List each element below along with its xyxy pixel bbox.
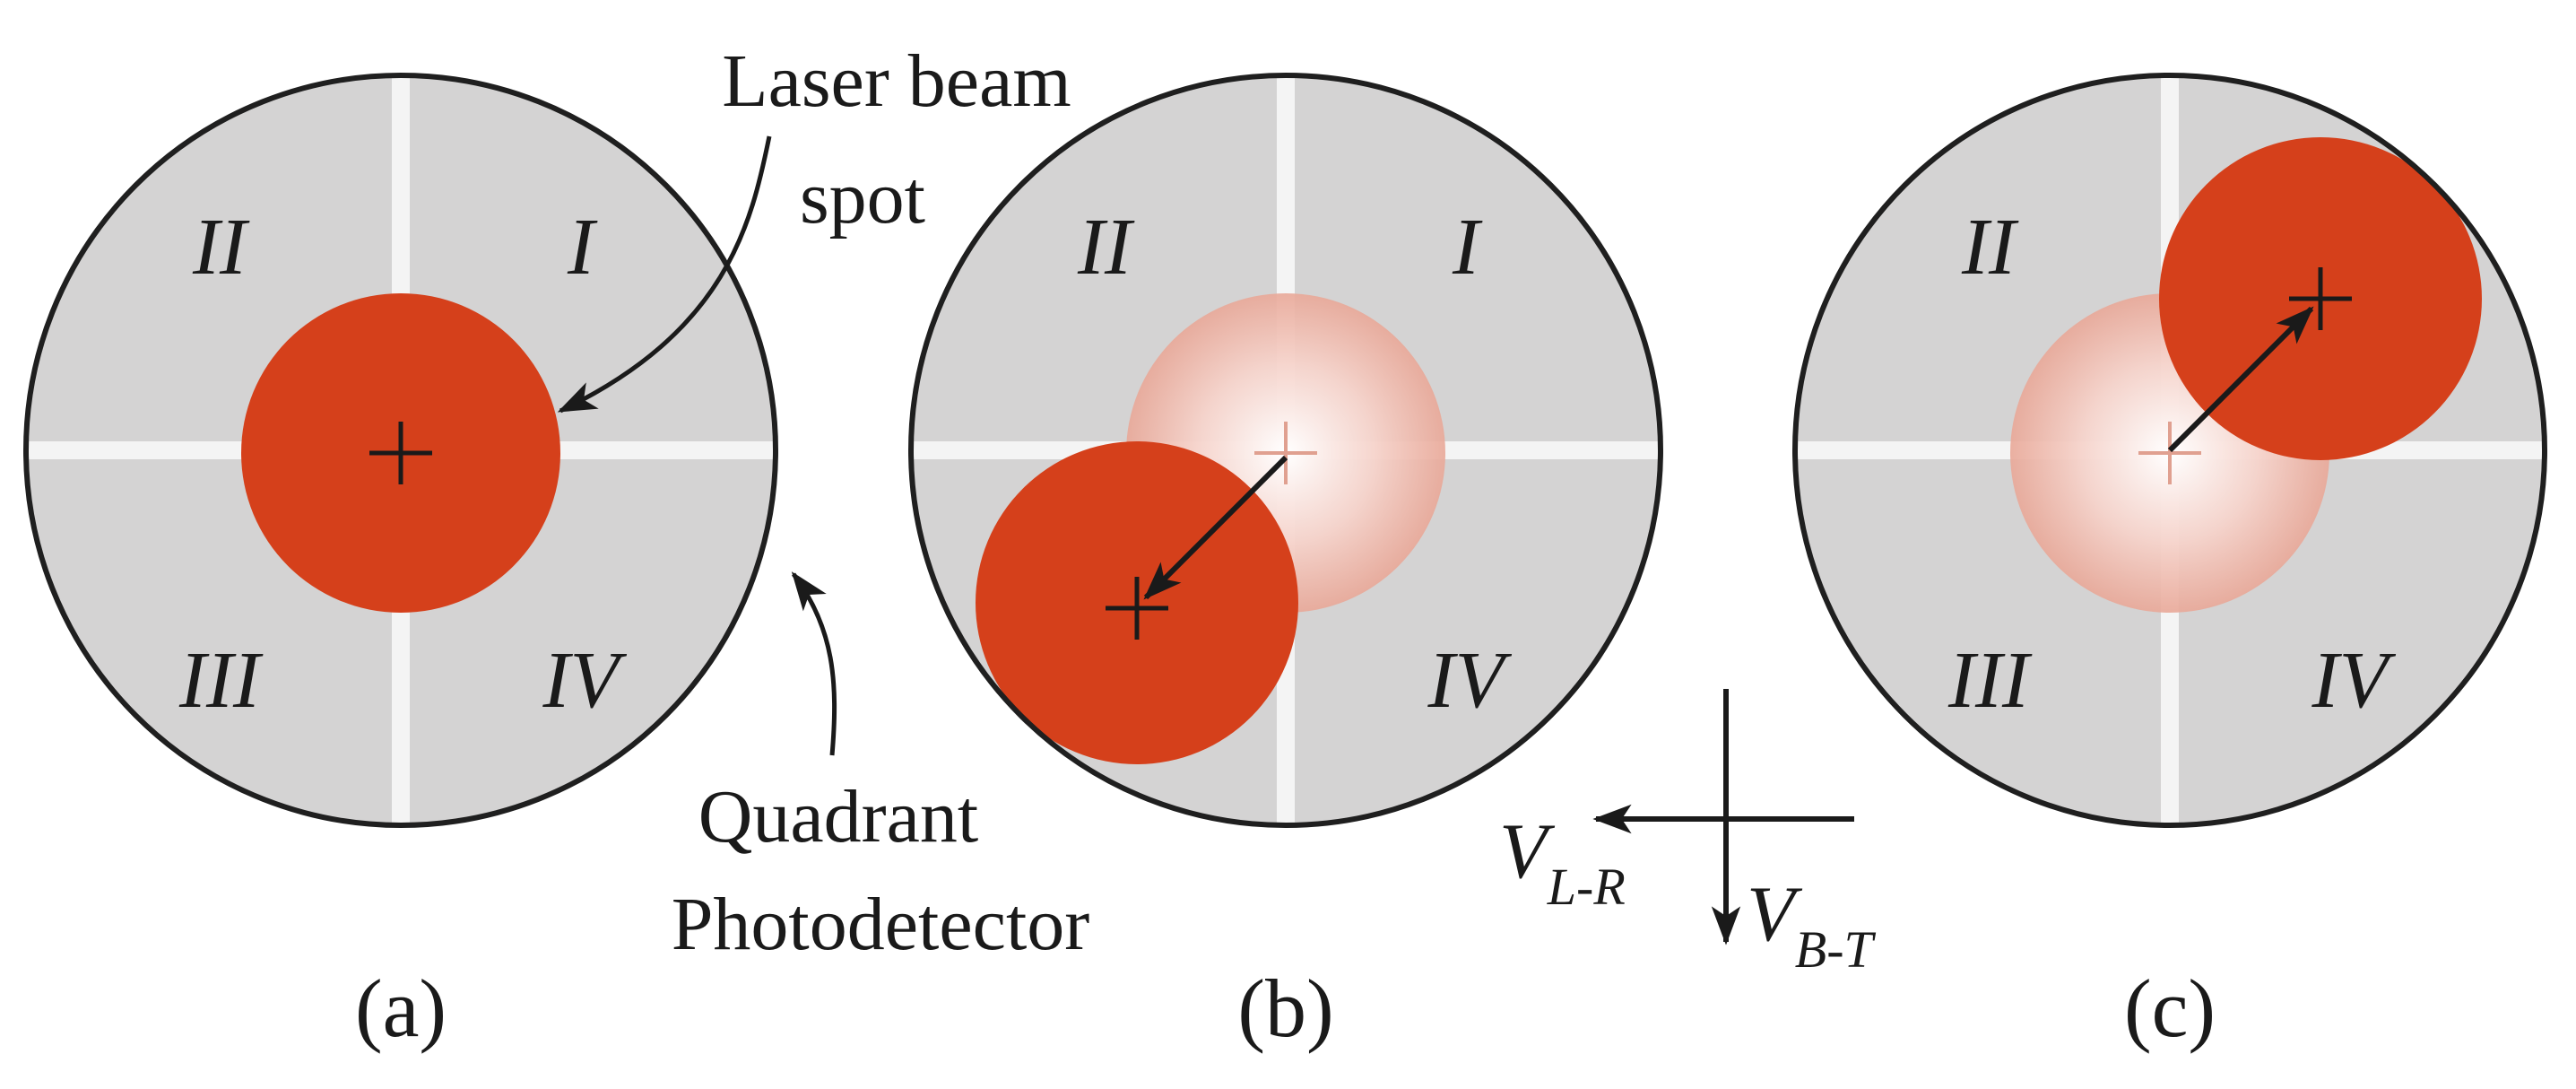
crosshair-icon — [369, 422, 432, 484]
laser-beam-label-line2: spot — [800, 156, 925, 240]
detector-border — [908, 73, 1663, 828]
panel-label-b: (b) — [1237, 963, 1333, 1054]
signal-axes: VL-R VB-T — [1499, 689, 1877, 979]
quadrant-label-iv: IV — [542, 636, 628, 725]
arrow-icon — [1143, 455, 1288, 600]
crosshair-icon — [1254, 422, 1317, 484]
quadrant-label-iv: IV — [1427, 636, 1513, 725]
crosshair-icon — [2138, 422, 2201, 484]
detector-border — [1792, 73, 2547, 828]
panel-label-c: (c) — [2124, 963, 2216, 1054]
detector-label-line1: Quadrant — [698, 775, 979, 858]
panel-label-a: (a) — [355, 963, 447, 1054]
crosshair-icon — [1106, 577, 1168, 640]
detector-border — [23, 73, 778, 828]
laser-beam-annotation: Laser beam spot — [557, 39, 1071, 414]
laser-beam-label-line1: Laser beam — [722, 39, 1071, 123]
arrow-icon — [2167, 306, 2314, 453]
quadrant-label-iii: III — [178, 636, 264, 725]
quadrant-label-ii: II — [192, 203, 250, 292]
vbt-label: VB-T — [1747, 871, 1877, 979]
detector-label-line2: Photodetector — [672, 883, 1090, 966]
arrow-icon — [557, 135, 772, 414]
panel-b: II I III IV (b) — [908, 73, 1663, 1054]
panel-a: II I III IV (a) — [23, 73, 778, 1054]
detector-annotation: Quadrant Photodetector — [672, 571, 1090, 966]
panel-c: II I III IV (c) — [1792, 73, 2547, 1054]
arrow-icon — [791, 571, 837, 756]
quadrant-label-i: I — [1452, 203, 1483, 292]
quadrant-label-ii: II — [1961, 203, 2019, 292]
quadrant-label-ii: II — [1077, 203, 1135, 292]
quadrant-label-iii: III — [1947, 636, 2033, 725]
crosshair-icon — [2289, 267, 2352, 330]
quadrant-label-i: I — [567, 203, 598, 292]
quadrant-label-iv: IV — [2311, 636, 2397, 725]
vlr-label: VL-R — [1499, 808, 1626, 916]
